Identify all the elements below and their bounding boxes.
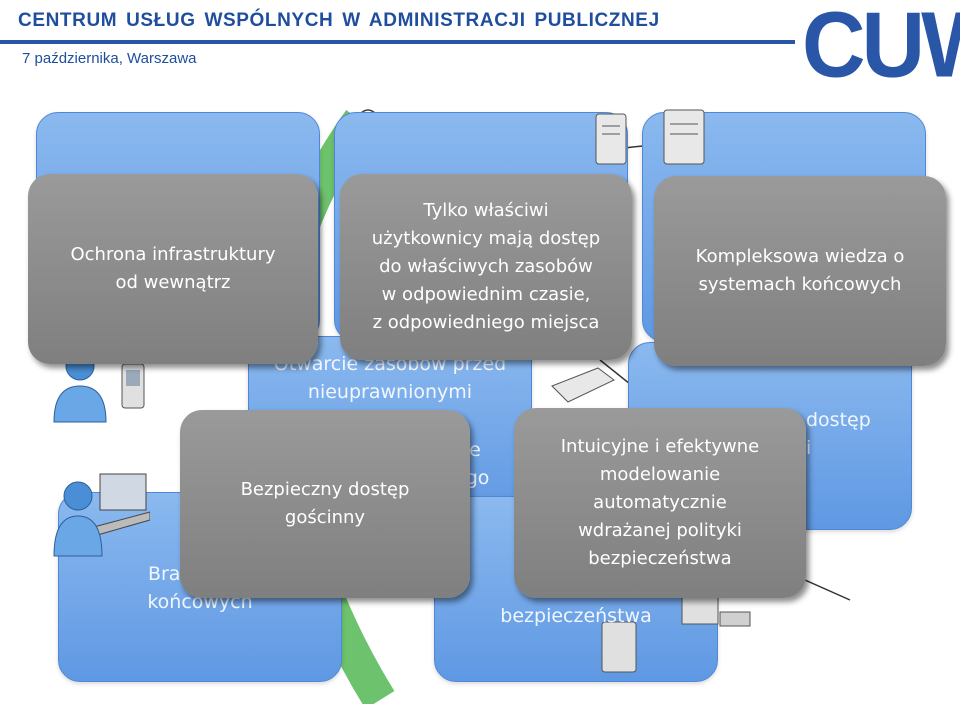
page-title: CENTRUM USŁUG WSPÓLNYCH W ADMINISTRACJI …: [18, 10, 660, 31]
cuw-logo: CUW: [802, 0, 960, 97]
pda-icon: [121, 363, 145, 409]
card-bezpieczny-text: Bezpieczny dostęp gościnny: [240, 479, 410, 528]
blue-text-right: dostęp i: [806, 409, 871, 459]
workstation-icon: [681, 593, 751, 627]
laptop-user-icon: [53, 473, 150, 557]
switch-icon: [551, 367, 615, 403]
page-subtitle: 7 października, Warszawa: [22, 50, 197, 67]
card-tylko-text: Tylko właściwi użytkownicy mają dostęp d…: [371, 200, 601, 333]
card-bezpieczny-dostep: Bezpieczny dostęp gościnny: [180, 410, 470, 598]
card-intuicyjne-modelowanie: Intuicyjne i efektywne modelowanie autom…: [514, 408, 806, 598]
server-icon: [595, 113, 627, 165]
card-ochrona-infrastruktury: Ochrona infrastruktury od wewnątrz: [28, 174, 318, 364]
desktop-computer-icon: [601, 621, 637, 673]
card-intuicyjne-text: Intuicyjne i efektywne modelowanie autom…: [560, 436, 760, 569]
server-rack-icon: [663, 109, 705, 165]
card-ochrona-text: Ochrona infrastruktury od wewnątrz: [70, 244, 276, 293]
card-kompleksowa-wiedza: Kompleksowa wiedza o systemach końcowych: [654, 176, 946, 366]
card-tylko-wlasciwi: Tylko właściwi użytkownicy mają dostęp d…: [340, 174, 632, 360]
card-kompleksowa-text: Kompleksowa wiedza o systemach końcowych: [695, 246, 905, 295]
header-divider: [0, 40, 795, 44]
